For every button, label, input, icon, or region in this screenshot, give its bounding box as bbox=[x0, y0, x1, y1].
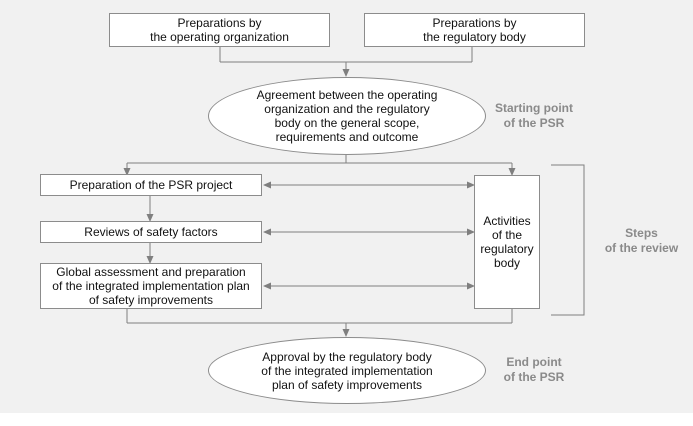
steps-bracket bbox=[551, 164, 585, 316]
prep-regulator-box: Preparations by the regulatory body bbox=[364, 13, 585, 47]
end-point-label: End point of the PSR bbox=[503, 355, 565, 384]
starting-point-label: Starting point of the PSR bbox=[495, 101, 573, 130]
approval-ellipse: Approval by the regulatory body of the i… bbox=[208, 337, 486, 404]
agreement-ellipse: Agreement between the operating organiza… bbox=[208, 77, 486, 155]
regulatory-activities-box: Activities of the regulatory body bbox=[474, 175, 540, 309]
steps-label: Steps of the review bbox=[604, 226, 679, 255]
safety-factors-box: Reviews of safety factors bbox=[40, 221, 262, 243]
global-assessment-box: Global assessment and preparation of the… bbox=[40, 263, 262, 309]
prep-operator-box: Preparations by the operating organizati… bbox=[109, 13, 330, 47]
bottom-strip bbox=[0, 413, 693, 426]
psr-project-box: Preparation of the PSR project bbox=[40, 174, 262, 196]
